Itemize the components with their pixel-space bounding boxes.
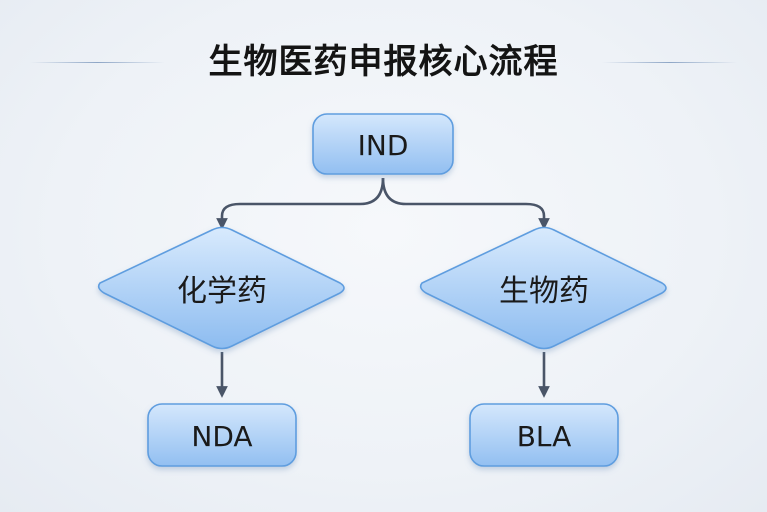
node-nda-label: NDA (191, 420, 252, 453)
decision-biological-drug: 生物药 (419, 226, 667, 350)
connector-ind-to-biological (381, 177, 550, 230)
title-row: 生物医药申报核心流程 (0, 34, 767, 90)
title-divider-right (602, 62, 737, 63)
decision-chemical-drug: 化学药 (97, 226, 345, 350)
node-nda: NDA (147, 403, 297, 467)
node-ind: IND (312, 113, 454, 175)
title-divider-left (30, 62, 165, 63)
node-ind-label: IND (358, 129, 409, 162)
decision-biological-drug-label: 生物药 (499, 274, 589, 309)
page-title: 生物医药申报核心流程 (208, 42, 559, 82)
connector-ind-to-chemical (216, 177, 385, 230)
node-bla-label: BLA (517, 420, 572, 453)
decision-chemical-drug-label: 化学药 (177, 274, 267, 309)
node-bla: BLA (469, 403, 619, 467)
